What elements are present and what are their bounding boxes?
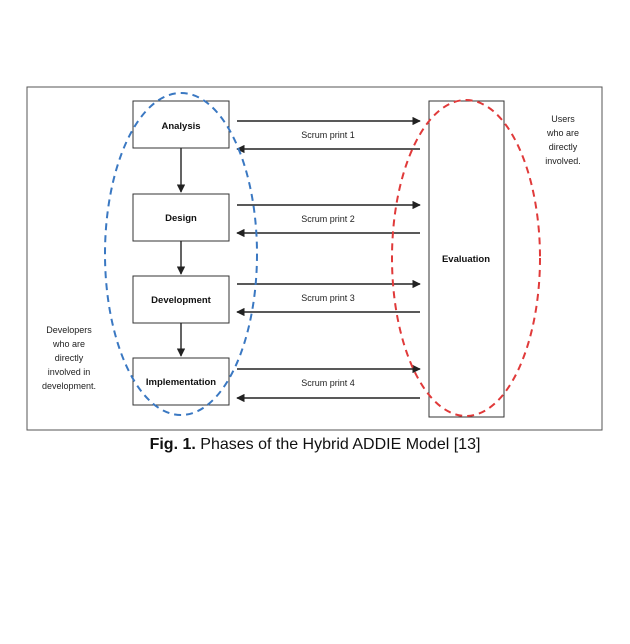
users-note-line: who are — [546, 128, 579, 138]
phase-box-design: Design — [132, 193, 230, 242]
sprint-label: Scrum print 4 — [301, 378, 355, 388]
figure-caption-label: Fig. 1. — [149, 436, 196, 453]
phase-label: Design — [165, 213, 197, 224]
developers-note-line: development. — [42, 381, 96, 391]
phase-box-implementation: Implementation — [132, 357, 230, 406]
phase-label: Analysis — [161, 121, 200, 132]
sprint-2: Scrum print 2 — [236, 200, 421, 238]
sprint-label: Scrum print 3 — [301, 293, 355, 303]
developers-note: Developers who are directly involved in … — [42, 325, 96, 391]
phase-label: Development — [151, 295, 211, 306]
user-group-ellipse — [391, 99, 541, 417]
users-note-line: directly — [549, 142, 578, 152]
users-note-line: Users — [551, 114, 575, 124]
sprint-label: Scrum print 1 — [301, 130, 355, 140]
developers-note-line: Developers — [46, 325, 92, 335]
evaluation-box: Evaluation — [428, 100, 505, 418]
phase-label: Implementation — [146, 377, 216, 388]
phase-box-development: Development — [132, 275, 230, 324]
sprint-label: Scrum print 2 — [301, 214, 355, 224]
sprint-1: Scrum print 1 — [236, 116, 421, 154]
developer-group-ellipse — [104, 92, 258, 416]
phase-box-analysis: Analysis — [132, 100, 230, 149]
sprint-4: Scrum print 4 — [236, 364, 421, 403]
figure-caption-text: Phases of the Hybrid ADDIE Model [13] — [200, 436, 481, 453]
users-note-line: involved. — [545, 156, 581, 166]
hybrid-addie-diagram: Analysis Design Development Implementati… — [26, 86, 603, 431]
developers-note-line: involved in — [48, 367, 91, 377]
diagram-frame — [26, 86, 603, 431]
developers-note-line: who are — [52, 339, 85, 349]
evaluation-label: Evaluation — [442, 254, 490, 265]
figure-caption: Fig. 1. Phases of the Hybrid ADDIE Model… — [0, 436, 630, 454]
sprint-3: Scrum print 3 — [236, 279, 421, 317]
users-note: Users who are directly involved. — [545, 114, 581, 166]
developers-note-line: directly — [55, 353, 84, 363]
